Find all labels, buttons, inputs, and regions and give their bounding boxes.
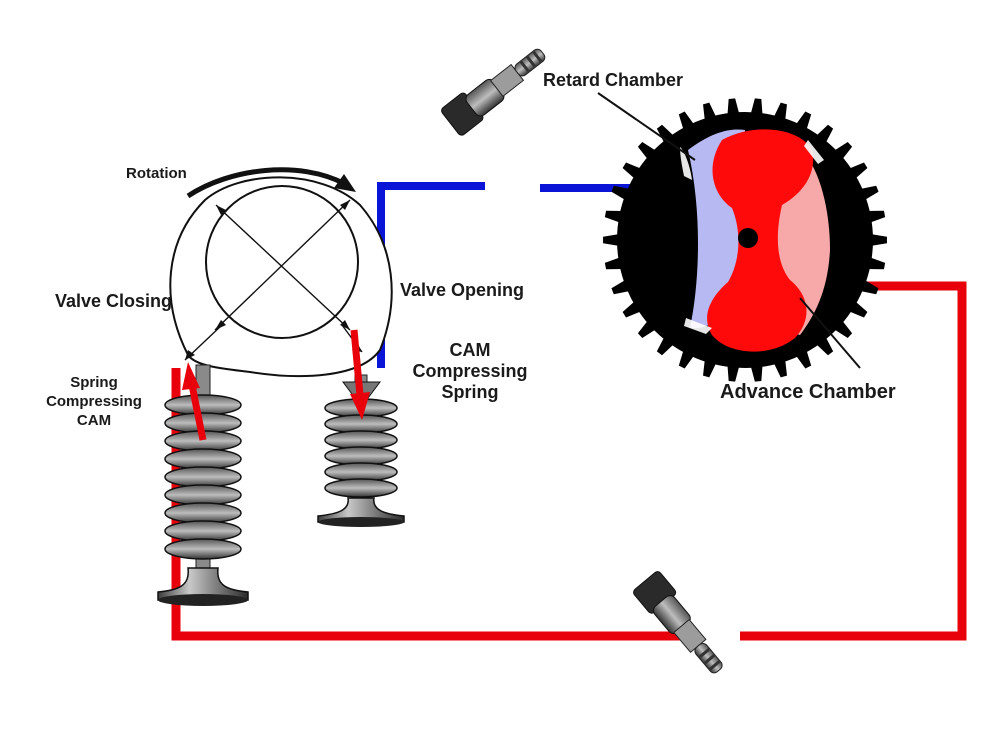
phaser-rotor [707, 129, 814, 352]
cam-phaser-sprocket [603, 98, 887, 382]
valve-closing-label: Valve Closing [55, 291, 172, 311]
sprocket-tooth [603, 233, 622, 247]
svg-text:CAM: CAM [77, 412, 111, 429]
rotation-label: Rotation [126, 165, 187, 182]
top-oil-control-solenoid [441, 48, 546, 136]
retard-chamber-label: Retard Chamber [543, 70, 683, 90]
svg-text:Compressing: Compressing [46, 393, 142, 410]
advance-leader-line [799, 297, 861, 369]
left-valve-red-arrow [182, 362, 207, 441]
right-valve-red-arrow [350, 329, 370, 420]
sprocket-tooth [868, 233, 887, 247]
svg-text:CAM: CAM [450, 340, 491, 360]
svg-text:Compressing: Compressing [412, 361, 527, 381]
rotation-arrow [186, 167, 356, 199]
svg-text:Spring: Spring [70, 374, 118, 391]
advance-chamber-label: Advance Chamber [720, 381, 896, 403]
cam-lobe [169, 176, 393, 378]
cam-compressing-spring-label: CAM Compressing Spring [412, 340, 527, 402]
retard-leader-line [597, 92, 696, 161]
spring-compressing-cam-label: Spring Compressing CAM [46, 374, 142, 429]
svg-text:Spring: Spring [442, 382, 499, 402]
bottom-oil-control-solenoid [633, 571, 723, 674]
left-valve-spring [157, 364, 249, 606]
valve-opening-label: Valve Opening [400, 280, 524, 300]
phaser-center-bolt [738, 228, 758, 248]
